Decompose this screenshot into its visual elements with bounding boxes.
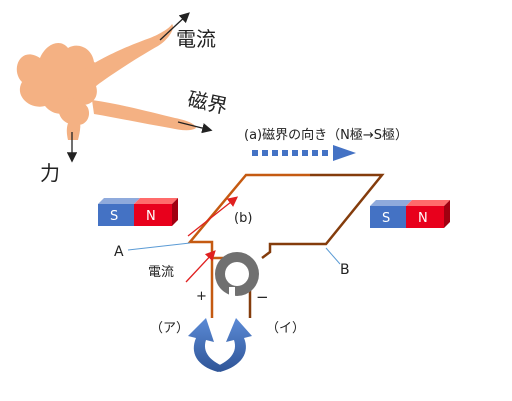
coil-ring [215,252,259,297]
field-direction-label: (a)磁界の向き（N極→S極） [244,127,408,143]
label-a-leader [127,242,191,251]
swap-arrows [188,318,252,372]
current-direction-arrow [159,12,190,41]
label-a: A [114,244,124,260]
hand-field-label: 磁界 [186,87,230,119]
magnet-left-s-label: S [110,209,118,224]
current-arrow-lower [185,250,216,283]
magnet-right: S N [370,200,450,228]
wire-loop [187,173,385,318]
minus-sign: − [256,288,269,306]
current-arrow-upper [187,196,239,237]
field-direction-dashed-arrow [252,145,356,161]
hand-current-label: 電流 [176,27,216,51]
magnet-right-s-label: S [382,211,390,226]
terminal-i-label: （イ） [266,321,305,336]
label-b-leader [325,247,341,265]
plus-sign: + [196,289,207,304]
coil-current-label: 電流 [148,265,174,280]
field-direction-arrow [177,121,213,134]
left-hand-illustration [16,24,196,140]
label-b: B [340,262,350,278]
magnet-left-n-label: N [146,209,156,224]
loop-b-small-label: (b) [234,211,252,226]
terminal-a-label: （ア） [150,321,189,336]
magnet-left: S N [98,198,178,226]
hand-force-label: 力 [40,161,60,185]
magnet-right-n-label: N [418,211,428,226]
